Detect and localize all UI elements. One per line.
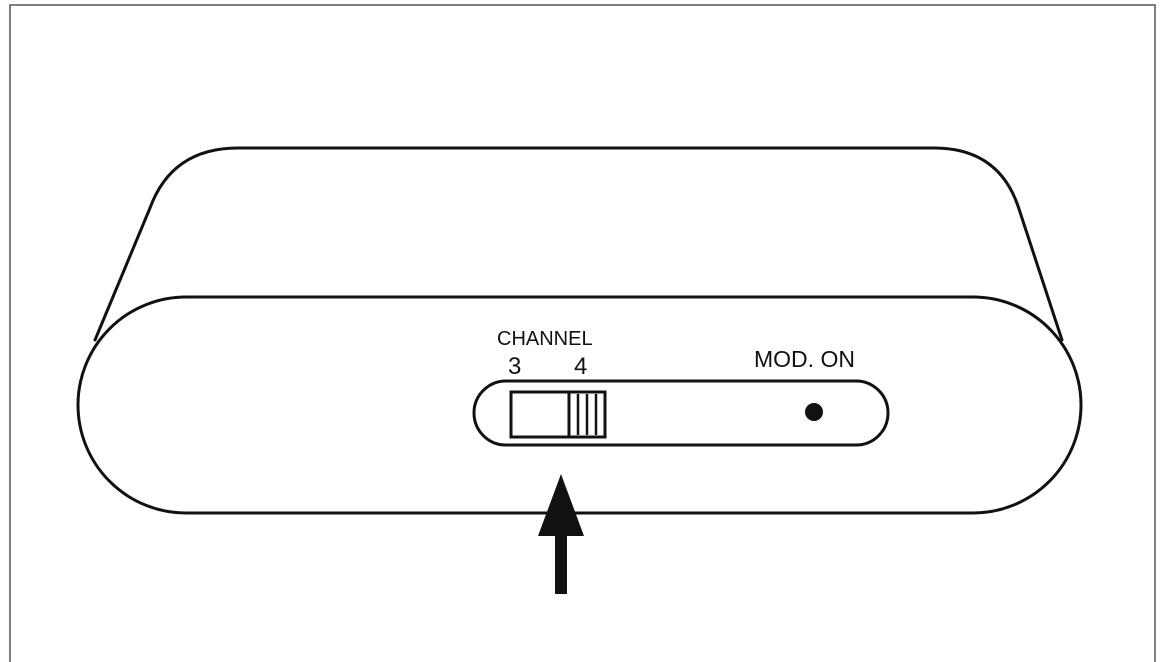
modulator-box [76,146,1083,515]
arrow-head [538,474,584,536]
diagram-frame [9,4,1156,662]
channel-slide-switch[interactable] [509,390,607,439]
control-panel-slot [472,379,890,447]
arrow-shaft [555,532,567,594]
box-front-face [76,295,1083,515]
channel-heading-label: CHANNEL [497,328,593,350]
channel-option-3-label: 3 [508,353,521,380]
channel-option-4-label: 4 [574,353,587,380]
arrow-up-icon [538,474,584,594]
led-indicator-icon [805,403,823,421]
box-top-face [93,146,1064,342]
mod-on-label: MOD. ON [754,346,855,372]
